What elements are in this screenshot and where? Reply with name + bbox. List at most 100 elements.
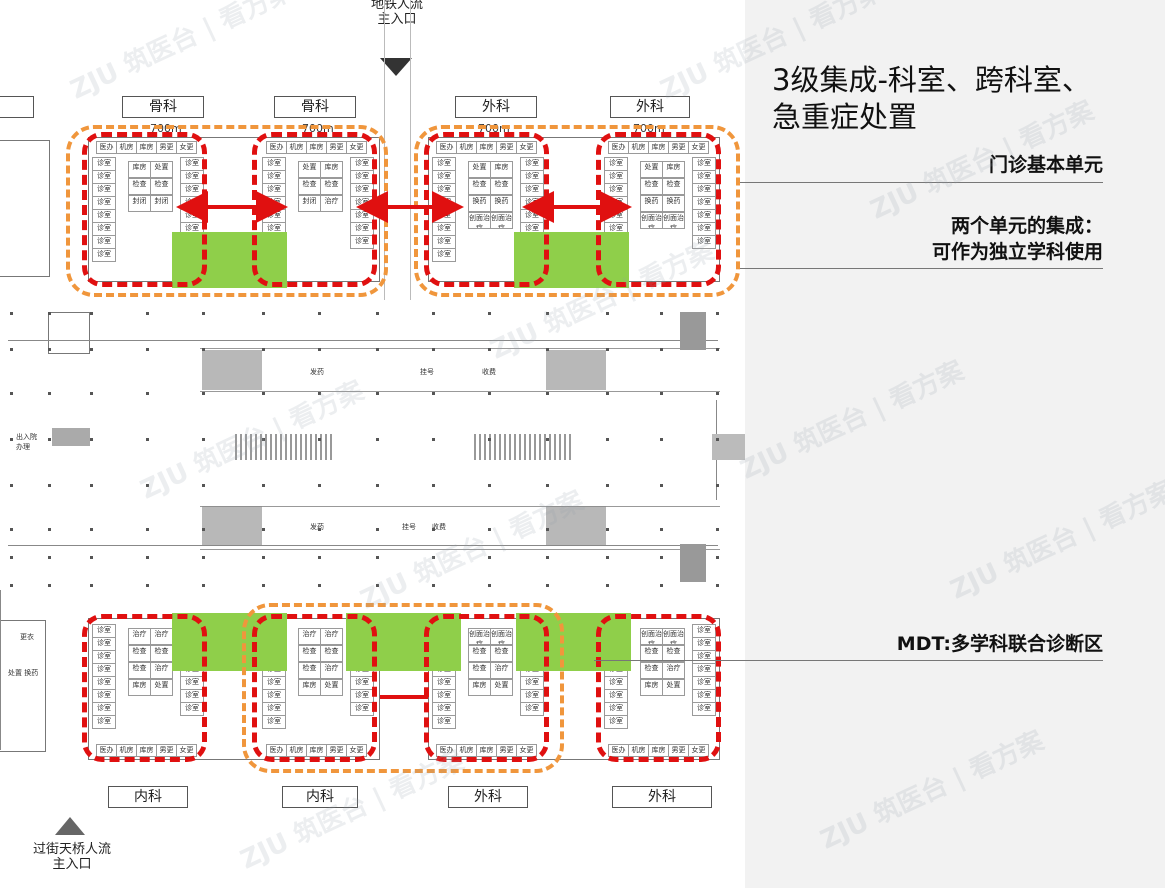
clinic-room: 男更: [326, 141, 347, 154]
clinic-room: 创面治疗: [490, 628, 513, 645]
structural-column: [262, 348, 265, 351]
clinic-room: 库房: [662, 161, 685, 178]
clinic-room: 换药: [490, 195, 513, 212]
structural-column: [48, 392, 51, 395]
left-edge-label: [0, 96, 34, 118]
pharmacy-label: 发药: [310, 368, 324, 376]
structural-column: [376, 438, 379, 441]
structural-column: [202, 556, 205, 559]
annotation-panel: [745, 0, 1165, 888]
structural-column: [716, 392, 719, 395]
structural-column: [90, 438, 93, 441]
stair-core: [546, 350, 606, 390]
structural-column: [488, 528, 491, 531]
structural-column: [716, 584, 719, 587]
structural-column: [10, 348, 13, 351]
clinic-room: 库房: [136, 744, 157, 757]
structural-column: [432, 438, 435, 441]
clinic-room: 诊室: [692, 702, 716, 716]
structural-column: [716, 438, 719, 441]
structural-column: [660, 484, 663, 487]
structural-column: [262, 528, 265, 531]
bottom-entrance-arrow-icon: [55, 817, 85, 835]
structural-column: [146, 584, 149, 587]
slide-title-line1: 3级集成-科室、跨科室、: [772, 63, 1091, 97]
structural-column: [10, 484, 13, 487]
dept-label-surgery-2: 外科: [610, 96, 690, 118]
clinic-room: 诊室: [180, 702, 204, 716]
structural-column: [146, 348, 149, 351]
structural-column: [146, 392, 149, 395]
dept-label-internal-1: 内科: [108, 786, 188, 808]
structural-column: [546, 348, 549, 351]
structural-column: [606, 348, 609, 351]
structural-column: [48, 584, 51, 587]
dept-label-internal-2: 内科: [282, 786, 358, 808]
structural-column: [48, 438, 51, 441]
structural-column: [146, 556, 149, 559]
basic-unit-boundary: [82, 614, 207, 762]
dept-label-surgery-3: 外科: [448, 786, 528, 808]
structural-column: [318, 584, 321, 587]
mdt-integration-boundary: [242, 603, 564, 773]
basic-unit-boundary: [596, 614, 721, 762]
registration-label: 挂号: [402, 523, 416, 531]
clinic-room: 治疗: [128, 628, 151, 645]
structural-column: [202, 438, 205, 441]
structural-column: [48, 556, 51, 559]
structural-column: [546, 312, 549, 315]
structural-column: [488, 556, 491, 559]
structural-column: [606, 392, 609, 395]
structural-column: [606, 584, 609, 587]
clinic-room: 库房: [490, 161, 513, 178]
cashier-label: 收费: [482, 368, 496, 376]
note-mdt: MDT:多学科联合诊断区: [896, 633, 1103, 655]
clinic-room: 治疗: [320, 195, 343, 212]
stair-core: [202, 506, 262, 546]
clinic-room: 检查: [662, 645, 685, 662]
clinic-room: 机房: [286, 744, 307, 757]
stair-core: [546, 506, 606, 546]
structural-column: [546, 584, 549, 587]
entrance-axis-line: [410, 0, 411, 300]
structural-column: [202, 392, 205, 395]
clinic-room: 检查: [320, 178, 343, 195]
structural-column: [488, 348, 491, 351]
structural-column: [90, 528, 93, 531]
structural-column: [48, 348, 51, 351]
structural-column: [48, 528, 51, 531]
clinic-room: 创面治疗: [490, 212, 513, 229]
clinic-room: 库房: [320, 161, 343, 178]
structural-column: [262, 392, 265, 395]
structural-column: [262, 312, 265, 315]
leader-line: [594, 660, 1103, 661]
clinic-room: 治疗: [150, 628, 173, 645]
clinic-room: 治疗: [150, 662, 173, 679]
clinic-room: 诊室: [604, 715, 628, 729]
structural-column: [90, 348, 93, 351]
structural-column: [318, 528, 321, 531]
structural-column: [90, 584, 93, 587]
structural-column: [146, 484, 149, 487]
structural-column: [202, 528, 205, 531]
structural-column: [432, 556, 435, 559]
changing-room-label: 更衣: [20, 633, 34, 641]
structural-column: [432, 528, 435, 531]
registration-label: 挂号: [420, 368, 434, 376]
clinic-room: 检查: [490, 178, 513, 195]
structural-column: [716, 556, 719, 559]
structural-column: [488, 312, 491, 315]
structural-column: [660, 348, 663, 351]
clinic-room: 诊室: [92, 248, 116, 262]
structural-column: [432, 484, 435, 487]
note-integration: 两个单元的集成： 可作为独立学科使用: [932, 213, 1103, 265]
structural-column: [202, 312, 205, 315]
structural-column: [318, 348, 321, 351]
adjacent-building-bottom: [0, 620, 46, 752]
clinic-room: 治疗: [298, 628, 321, 645]
dept-label-orthopedics-1: 骨科: [122, 96, 204, 118]
structural-column: [660, 312, 663, 315]
clinic-room: 封闭: [128, 195, 151, 212]
clinic-room: 男更: [668, 141, 689, 154]
clinic-room: 库房: [468, 679, 491, 696]
